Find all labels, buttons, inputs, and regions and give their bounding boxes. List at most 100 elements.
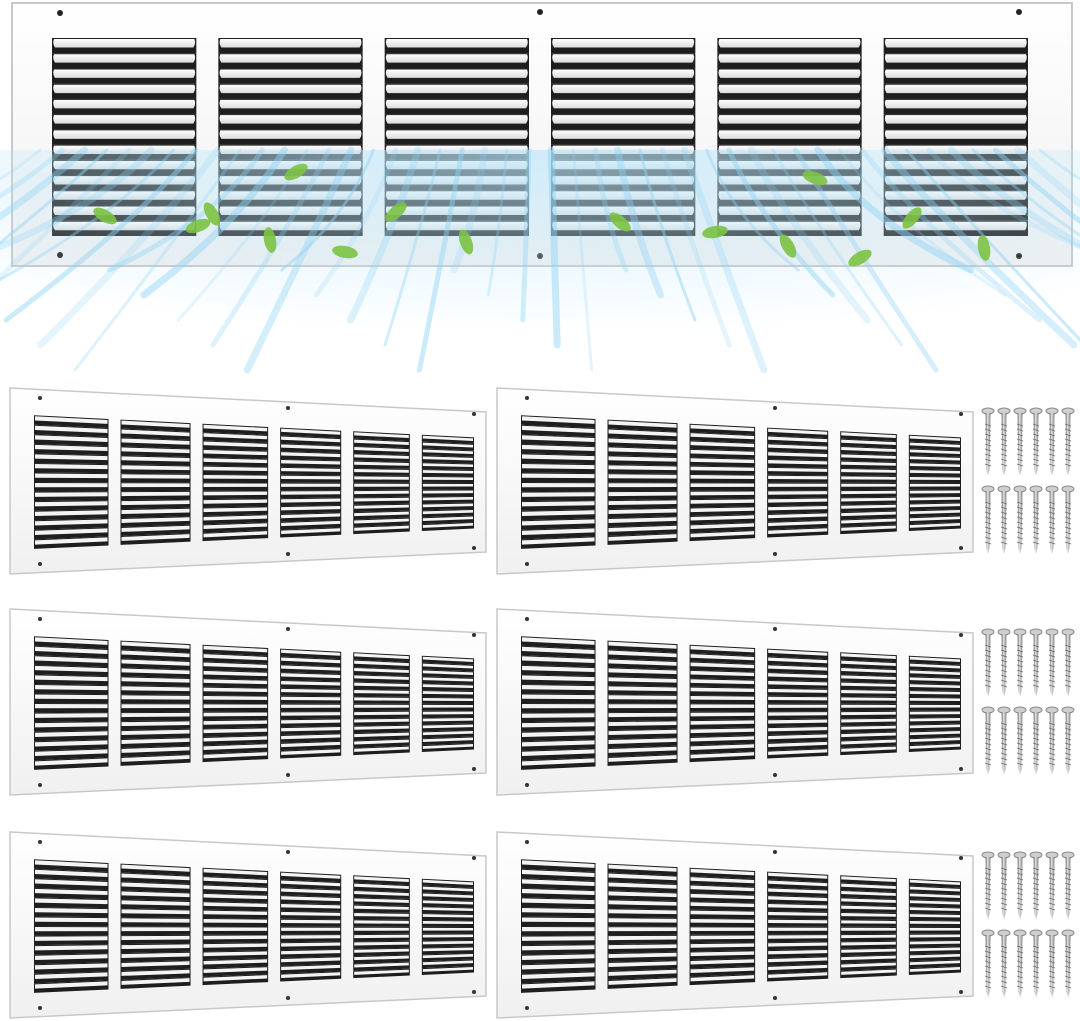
louver-slat xyxy=(354,682,409,687)
louver-slat xyxy=(768,919,828,924)
louver-slat xyxy=(841,927,896,931)
screw-thread xyxy=(1032,453,1040,457)
screw-thread xyxy=(1048,453,1056,457)
louver-slat xyxy=(841,439,896,445)
screw-thread xyxy=(1064,945,1072,949)
air-streak xyxy=(705,148,800,272)
screw-thread xyxy=(1064,536,1072,540)
screw-thread xyxy=(1064,902,1072,906)
screw-thread xyxy=(1016,531,1024,535)
louver-slat xyxy=(608,447,677,454)
louver-slat xyxy=(690,877,755,884)
louver-slat xyxy=(768,888,828,894)
screw-thread xyxy=(984,443,992,447)
louver-slat xyxy=(281,475,341,480)
louver-slat xyxy=(35,537,108,545)
screw-thread xyxy=(1048,950,1056,954)
louver-slat xyxy=(690,752,755,759)
louver-slat xyxy=(422,691,473,695)
louver-slat xyxy=(841,711,896,716)
louver-slat xyxy=(690,507,755,513)
air-streak xyxy=(726,147,836,298)
screw-thread xyxy=(1032,907,1040,911)
louver-slat xyxy=(841,461,896,466)
screw-thread xyxy=(1032,867,1040,871)
screw-thread xyxy=(1032,458,1040,462)
louver-slat xyxy=(909,435,960,441)
screw-thread xyxy=(1064,722,1072,726)
louver-slat xyxy=(203,975,268,982)
screw-thread xyxy=(1032,877,1040,881)
louver-slat xyxy=(768,657,828,664)
air-streak xyxy=(859,147,1042,323)
screw-thread xyxy=(1032,752,1040,756)
screw-hole xyxy=(472,990,476,994)
screw-hole xyxy=(525,1006,529,1010)
screw-thread xyxy=(1048,975,1056,979)
screw-hole xyxy=(959,990,963,994)
screw xyxy=(1013,407,1027,476)
louver-slat xyxy=(203,507,268,513)
screw-thread xyxy=(984,423,992,427)
air-streak xyxy=(993,147,1080,225)
grille-set xyxy=(9,387,974,1019)
louver-slat xyxy=(35,945,108,951)
louver-slat xyxy=(690,975,755,982)
screw-thread xyxy=(1048,897,1056,901)
screw-hole xyxy=(57,10,63,16)
louver-slat xyxy=(281,949,341,955)
louver-slat xyxy=(909,920,960,925)
hero-louver-slat xyxy=(385,115,528,124)
louver-slat xyxy=(768,513,828,519)
louver-slat xyxy=(841,718,896,723)
screw-thread xyxy=(1016,423,1024,427)
louver-slat xyxy=(608,534,677,541)
louver-slat xyxy=(422,684,473,689)
screw-thread xyxy=(1064,423,1072,427)
screw-thread xyxy=(1064,732,1072,736)
louver-slat xyxy=(690,910,755,916)
louver-slat xyxy=(522,435,595,443)
louver-slat xyxy=(841,739,896,745)
louver-slat xyxy=(522,537,595,545)
leaf xyxy=(458,229,474,255)
screw xyxy=(1045,485,1059,554)
screw-thread xyxy=(1016,897,1024,901)
louver-slat xyxy=(354,934,409,939)
louver-slat xyxy=(121,873,190,881)
louver-slat xyxy=(203,744,268,750)
screw-thread xyxy=(1000,428,1008,432)
louver-slat xyxy=(909,960,960,966)
louver-slat xyxy=(608,659,677,666)
louver-slat xyxy=(909,670,960,675)
air-streak xyxy=(1014,146,1080,209)
hero-louver-slat xyxy=(53,69,196,78)
screw-thread xyxy=(1032,679,1040,683)
louver-slat xyxy=(281,513,341,519)
screw-set xyxy=(981,628,1075,775)
screw-thread xyxy=(1032,970,1040,974)
hero-louver-slat xyxy=(718,69,861,78)
screw-thread xyxy=(1032,722,1040,726)
louver-slat xyxy=(841,667,896,673)
screw-thread xyxy=(984,762,992,766)
louver-slat xyxy=(909,886,960,892)
louver-slat xyxy=(608,909,677,915)
screw-thread xyxy=(1016,902,1024,906)
screw-thread xyxy=(1000,649,1008,653)
louver-slat xyxy=(909,449,960,454)
louver-slat xyxy=(841,682,896,687)
louver-slat xyxy=(909,900,960,905)
louver-slat xyxy=(354,490,409,495)
louver-slat xyxy=(841,941,896,946)
louver-slat xyxy=(909,656,960,662)
hero-louver-slat xyxy=(219,39,362,48)
louver-slat xyxy=(35,963,108,970)
screw-thread xyxy=(1016,945,1024,949)
screw-thread xyxy=(1032,516,1040,520)
louver-slat xyxy=(909,483,960,487)
screw-thread xyxy=(1064,531,1072,535)
louver-slat xyxy=(608,456,677,462)
screw-thread xyxy=(984,654,992,658)
screw-hole xyxy=(537,9,543,15)
